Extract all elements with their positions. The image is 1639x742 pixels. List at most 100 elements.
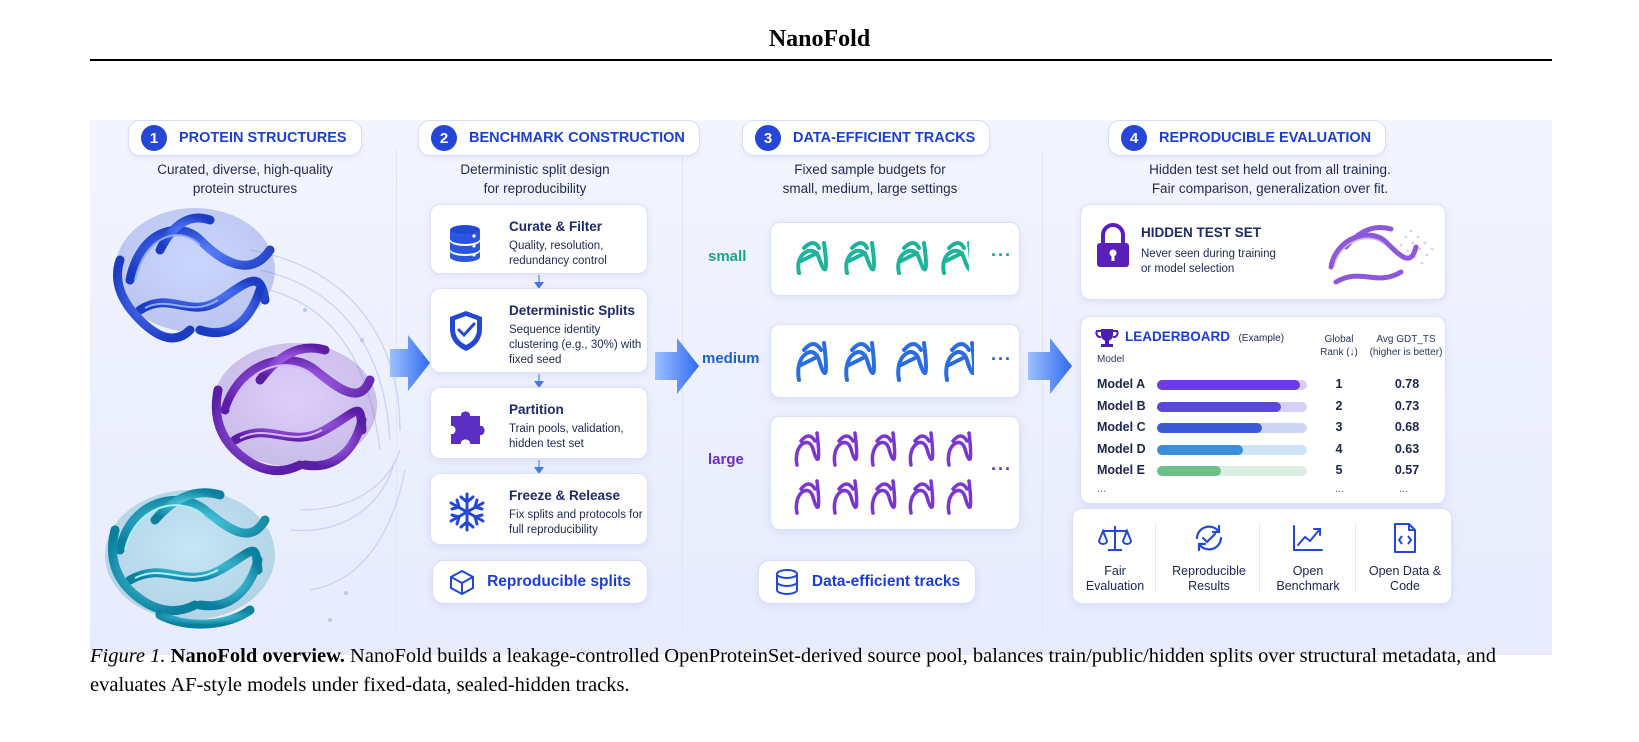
- step-number: 4: [1121, 125, 1147, 151]
- more-indicator: ···: [991, 245, 1012, 265]
- step-description: Sequence identity clustering (e.g., 30%)…: [509, 324, 642, 366]
- track-card-medium: ···: [770, 324, 1020, 398]
- shield-check-icon: [450, 311, 482, 351]
- leaderboard-rank: 5: [1335, 463, 1343, 477]
- hidden-test-description: Never seen during training or model sele…: [1141, 248, 1276, 275]
- flow-arrow-icon: [655, 338, 699, 394]
- step-description: Quality, resolution, redundancy control: [509, 240, 607, 267]
- leaderboard-rank: 4: [1335, 441, 1343, 456]
- flow-arrow-icon: [1028, 338, 1072, 394]
- step-title: Curate & Filter: [509, 219, 603, 234]
- leaderboard-score-bar: [1157, 401, 1281, 412]
- section-title: PROTEIN STRUCTURES: [179, 130, 347, 146]
- badge-open-data-code: Open Data & Code: [1359, 523, 1451, 594]
- leaderboard-score: 0.57: [1394, 463, 1420, 477]
- section-title: REPRODUCIBLE EVALUATION: [1159, 130, 1372, 146]
- badge-label: Open Data & Code: [1368, 564, 1442, 593]
- badge-label: Open Benchmark: [1276, 564, 1340, 593]
- leaderboard-model-name: Model B: [1097, 398, 1146, 413]
- scales-icon: [1097, 526, 1133, 551]
- cube-icon: [450, 569, 475, 595]
- leaderboard-bar-track: [1157, 466, 1307, 476]
- hidden-test-title: HIDDEN TEST SET: [1141, 225, 1262, 240]
- down-arrow-icon: [534, 467, 544, 474]
- more-indicator: ···: [991, 459, 1012, 479]
- protein-structures-illustration: [105, 208, 406, 629]
- down-arrow-icon: [534, 381, 544, 388]
- puzzle-icon: [451, 411, 485, 444]
- figure-caption: Figure 1. NanoFold overview. NanoFold bu…: [90, 642, 1560, 700]
- trophy-icon: [1095, 329, 1119, 347]
- leaderboard-score: 0.78: [1394, 377, 1420, 391]
- down-arrow-icon: [534, 282, 544, 289]
- more-rows-indicator: ...: [1335, 483, 1345, 495]
- step-number: 1: [141, 125, 167, 151]
- leaderboard-note: (Example): [1238, 333, 1285, 344]
- leaderboard-score-bar: [1157, 466, 1221, 476]
- track-label-large: large: [708, 451, 744, 468]
- connector-line: [538, 460, 540, 468]
- badge-divider: [1155, 523, 1156, 591]
- leaderboard-title-row: LEADERBOARD (Example): [1125, 328, 1284, 346]
- caption-label: Figure 1.: [90, 645, 166, 667]
- leaderboard-score: 0.68: [1394, 420, 1420, 434]
- badges-card: Fair Evaluation Reproducible Results Ope…: [1072, 508, 1452, 604]
- snowflake-icon: [449, 492, 485, 532]
- code-file-icon: [1394, 523, 1416, 553]
- more-rows-indicator: ...: [1097, 483, 1107, 495]
- lock-icon: [1097, 223, 1129, 267]
- track-card-small: ···: [770, 222, 1020, 296]
- column-header-model: Model: [1097, 354, 1125, 365]
- reproducible-splits-pill: Reproducible splits: [432, 560, 648, 604]
- section-title: BENCHMARK CONSTRUCTION: [469, 130, 685, 146]
- leaderboard-rank: 1: [1335, 377, 1343, 391]
- step-card-freeze: Freeze & Release Fix splits and protocol…: [430, 473, 648, 545]
- header-rule: [90, 59, 1552, 61]
- database-outline-icon: [775, 569, 798, 595]
- step-number: 3: [755, 125, 781, 151]
- section-pill-4: 4 REPRODUCIBLE EVALUATION: [1108, 120, 1387, 156]
- hidden-test-set-card: HIDDEN TEST SET Never seen during traini…: [1080, 204, 1446, 300]
- leaderboard-score-bar: [1157, 444, 1243, 455]
- refresh-check-icon: [1195, 524, 1223, 552]
- step-card-curate: Curate & Filter Quality, resolution, red…: [430, 204, 648, 274]
- step-card-partition: Partition Train pools, validation, hidde…: [430, 387, 648, 459]
- leaderboard-model-name: Model D: [1097, 441, 1146, 456]
- leaderboard-model-name: Model C: [1097, 420, 1146, 434]
- step-card-splits: Deterministic Splits Sequence identity c…: [430, 288, 648, 373]
- cyan-protein-icon: [105, 488, 275, 629]
- purple-protein-icon: [211, 343, 377, 476]
- pill-label: Reproducible splits: [487, 573, 631, 590]
- data-efficient-tracks-pill: Data-efficient tracks: [758, 560, 976, 604]
- more-indicator: ···: [991, 349, 1012, 369]
- step-title: Freeze & Release: [509, 488, 621, 503]
- step-description: Train pools, validation, hidden test set: [509, 423, 624, 450]
- step-number: 2: [431, 125, 457, 151]
- caption-text: NanoFold builds a leakage-controlled Ope…: [90, 645, 1497, 696]
- small-track-structures-icon: [796, 241, 969, 275]
- badge-label: Reproducible Results: [1172, 564, 1246, 593]
- flow-arrow-icon: [390, 335, 430, 391]
- hidden-protein-icon: [1328, 225, 1434, 285]
- step-title: Deterministic Splits: [509, 303, 636, 318]
- section-subtitle: Hidden test set held out from all traini…: [1149, 162, 1391, 196]
- badge-reproducible-results: Reproducible Results: [1161, 523, 1257, 594]
- leaderboard-rank: 2: [1335, 398, 1343, 413]
- pill-label: Data-efficient tracks: [811, 573, 961, 590]
- leaderboard-model-name: Model A: [1097, 377, 1146, 391]
- leaderboard-score: 0.63: [1394, 441, 1420, 456]
- caption-bold: NanoFold overview.: [170, 645, 345, 667]
- column-divider: [682, 150, 683, 630]
- column-divider: [1042, 150, 1043, 630]
- section-title: DATA-EFFICIENT TRACKS: [793, 130, 976, 146]
- badge-divider: [1259, 523, 1260, 591]
- leaderboard-model-name: Model E: [1097, 463, 1145, 477]
- leaderboard-title: LEADERBOARD: [1125, 329, 1231, 344]
- connector-line: [538, 275, 540, 283]
- leaderboard-score-bar: [1157, 423, 1262, 433]
- section-pill-1: 1 PROTEIN STRUCTURES: [128, 120, 362, 156]
- page-header: NanoFold: [768, 26, 871, 52]
